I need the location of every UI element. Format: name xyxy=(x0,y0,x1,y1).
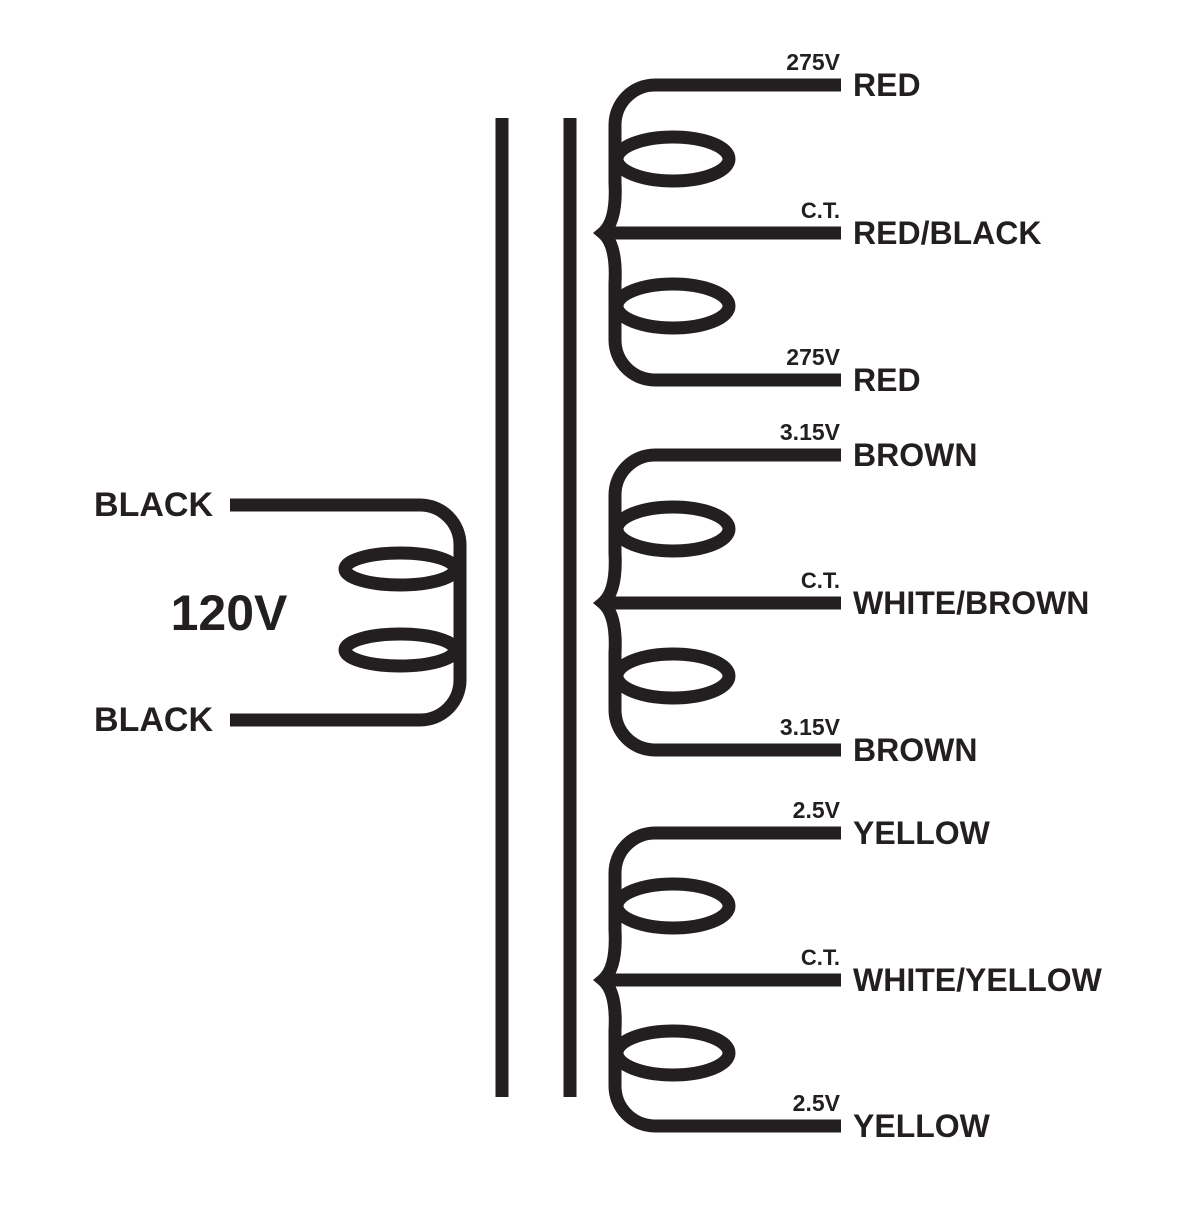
primary-top-lead-label: BLACK xyxy=(94,486,213,524)
secondary-3-loop-1 xyxy=(610,877,736,935)
secondary-1-tap-1-voltage: 275V xyxy=(786,49,840,75)
secondary-1-tap-2-wire: RED/BLACK xyxy=(853,215,1041,251)
secondary-3-tap-1-wire: YELLOW xyxy=(853,815,991,851)
secondary-winding-2: 3.15V BROWN C.T. WHITE/BROWN 3.15V BROWN xyxy=(593,419,1089,768)
secondary-3-tap-2-voltage: C.T. xyxy=(801,945,840,970)
secondary-1-tap-3-voltage: 275V xyxy=(786,344,840,370)
secondary-1-tap-1-wire: RED xyxy=(853,67,921,103)
secondary-1-tap-2-voltage: C.T. xyxy=(801,198,840,223)
secondary-winding-3: 2.5V YELLOW C.T. WHITE/YELLOW 2.5V YELLO… xyxy=(593,797,1103,1144)
secondary-winding-1: 275V RED C.T. RED/BLACK 275V RED xyxy=(593,49,1041,398)
secondary-2-tap-1-wire: BROWN xyxy=(853,437,977,473)
primary-voltage-label: 120V xyxy=(171,585,288,641)
secondary-2-loop-1 xyxy=(610,500,736,558)
secondary-3-tap-1-voltage: 2.5V xyxy=(793,797,841,823)
secondary-1-loop-1 xyxy=(610,130,736,188)
secondary-3-tap-2-wire: WHITE/YELLOW xyxy=(853,962,1103,998)
secondary-2-tap-3-wire: BROWN xyxy=(853,732,977,768)
secondary-2-tap-3-voltage: 3.15V xyxy=(780,714,841,740)
secondary-2-tap-2-voltage: C.T. xyxy=(801,568,840,593)
primary-coil-spine xyxy=(230,498,467,727)
secondary-3-tap-3-voltage: 2.5V xyxy=(793,1090,841,1116)
secondary-3-tap-3-wire: YELLOW xyxy=(853,1108,991,1144)
secondary-2-tap-1-voltage: 3.15V xyxy=(780,419,841,445)
secondary-2-loop-2 xyxy=(610,647,736,705)
secondary-3-loop-2 xyxy=(610,1024,736,1082)
primary-winding: BLACK 120V BLACK xyxy=(94,486,467,739)
secondary-2-tap-2-wire: WHITE/BROWN xyxy=(853,585,1089,621)
primary-coil-loop-1 xyxy=(338,546,462,592)
primary-coil-loop-2 xyxy=(338,627,462,673)
primary-bottom-lead-label: BLACK xyxy=(94,701,213,739)
secondary-1-loop-2 xyxy=(610,277,736,335)
secondary-1-tap-3-wire: RED xyxy=(853,362,921,398)
